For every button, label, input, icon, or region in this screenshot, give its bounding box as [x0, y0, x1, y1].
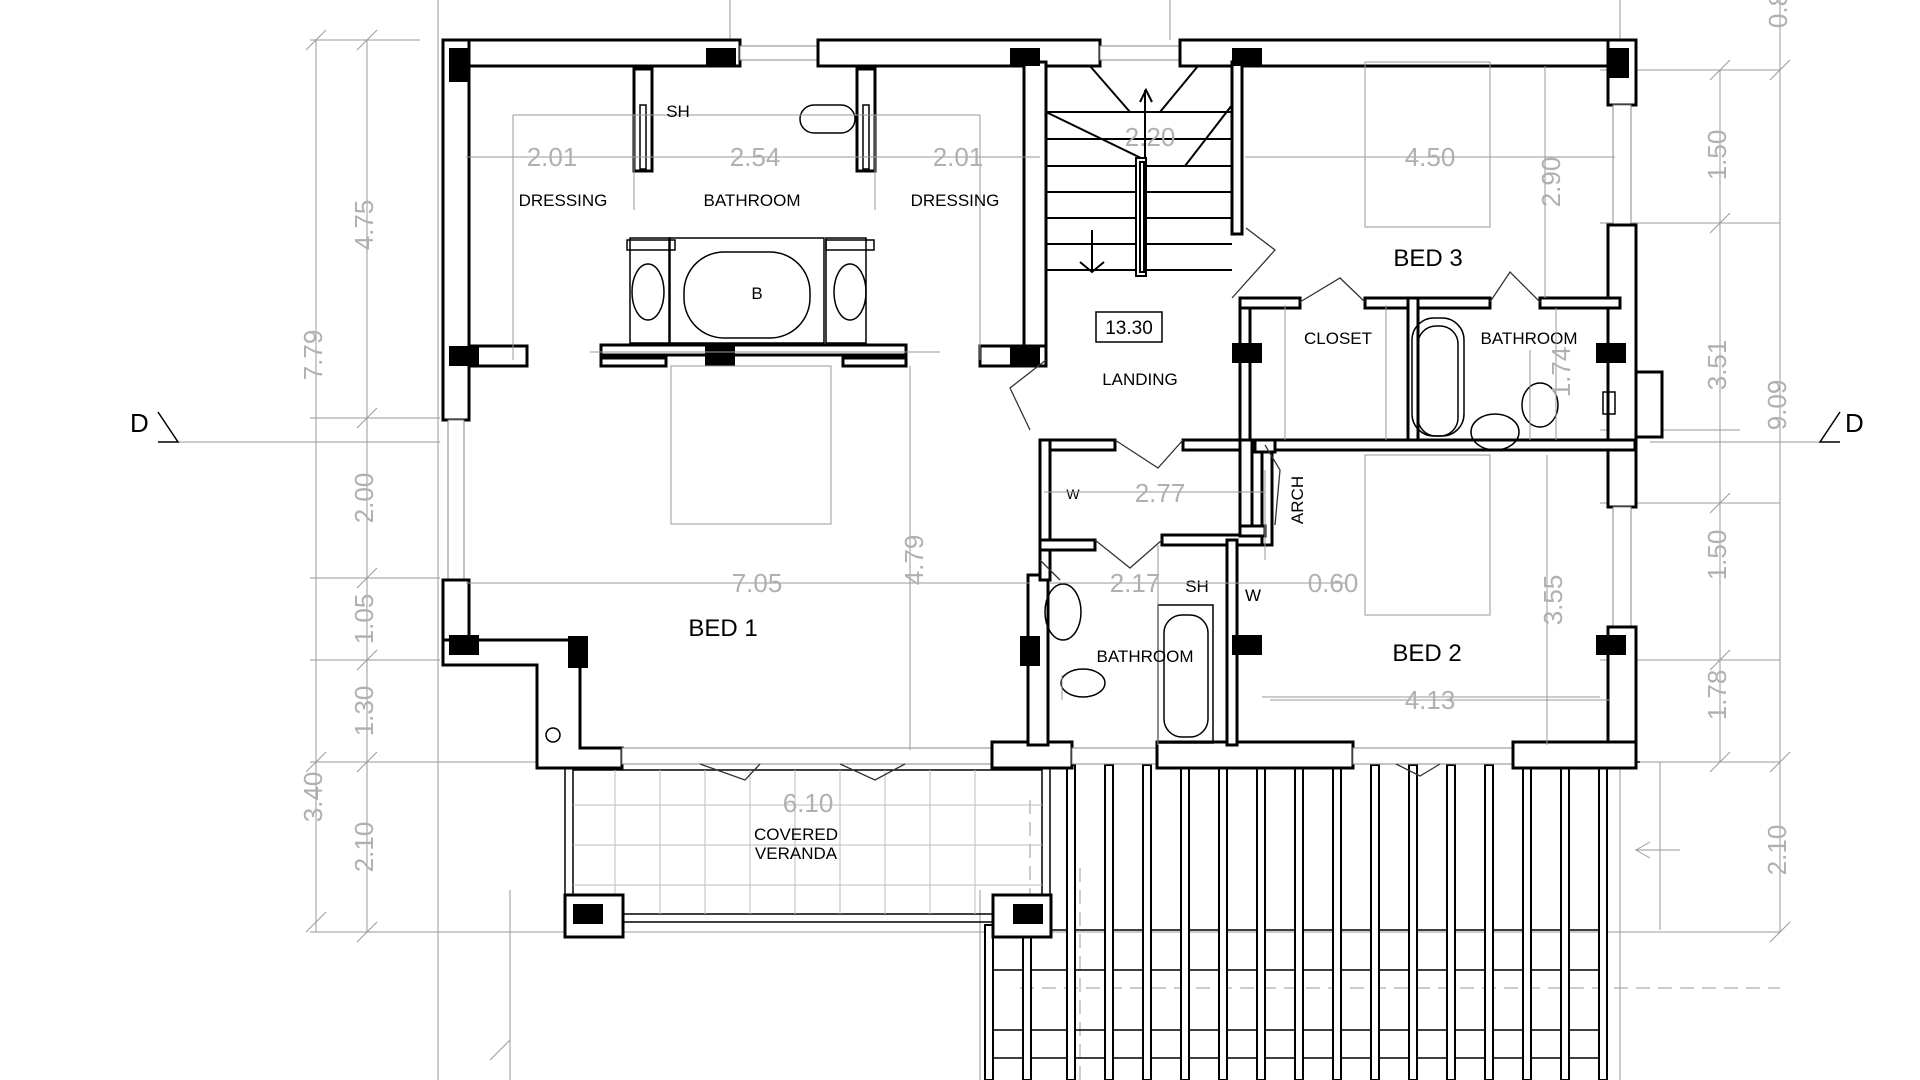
dim-6-10: 6.10 [783, 788, 834, 818]
dim-1-74: 1.74 [1546, 347, 1576, 398]
dim-2-77: 2.77 [1135, 478, 1186, 508]
dim-left-1-30: 1.30 [349, 686, 379, 737]
dim-right-2-10: 2.10 [1762, 825, 1792, 876]
room-label-bed1: BED 1 [688, 615, 757, 642]
room-label-landing: LANDING [1102, 370, 1178, 389]
room-label-sh-master: SH [666, 102, 690, 121]
room-label-bed3: BED 3 [1393, 245, 1462, 272]
dim-left-2-10: 2.10 [349, 822, 379, 873]
dim-4-13: 4.13 [1405, 685, 1456, 715]
dim-2-20: 2.20 [1125, 122, 1176, 152]
dim-left-1-05: 1.05 [349, 594, 379, 645]
dim-2-17: 2.17 [1110, 568, 1161, 598]
dim-left-2-00: 2.00 [349, 473, 379, 524]
room-label-arch: ARCH [1288, 476, 1307, 524]
dim-right-1-50-a: 1.50 [1702, 130, 1732, 181]
fixtures [512, 61, 1616, 745]
right-dimension-chain [1709, 0, 1791, 943]
dim-2-01-left: 2.01 [527, 142, 578, 172]
interior-dimension-lines [466, 66, 1615, 750]
dim-left-3-40: 3.40 [298, 772, 328, 823]
dim-3-55: 3.55 [1538, 575, 1568, 626]
dim-right-0-8: 0.8 [1763, 0, 1793, 28]
room-label-w-lower: W [1245, 586, 1261, 605]
dim-left-7-79: 7.79 [298, 330, 328, 381]
room-label-bathroom-master: BATHROOM [704, 191, 801, 210]
dim-7-05: 7.05 [732, 568, 783, 598]
room-label-dressing-right: DRESSING [911, 191, 1000, 210]
room-label-w-upper: W [1066, 486, 1080, 502]
dim-2-90: 2.90 [1536, 157, 1566, 208]
room-label-veranda-2: VERANDA [755, 844, 838, 863]
room-label-bed2: BED 2 [1392, 640, 1461, 667]
dim-right-1-78: 1.78 [1702, 670, 1732, 721]
covered-veranda [563, 761, 1053, 939]
room-label-bathroom-lower: BATHROOM [1097, 647, 1194, 666]
left-dimension-chain [305, 29, 378, 943]
section-line [157, 411, 1841, 443]
dim-0-60: 0.60 [1308, 568, 1359, 598]
dim-4-79: 4.79 [899, 535, 929, 586]
room-label-sh-lower: SH [1185, 577, 1209, 596]
landing-area-box [1095, 311, 1163, 343]
room-label-bathroom-bed3: BATHROOM [1481, 329, 1578, 348]
section-marker-right: D [1845, 408, 1864, 438]
stairs [1045, 65, 1233, 277]
dim-left-4-75: 4.75 [349, 200, 379, 251]
columns [449, 48, 1629, 668]
dim-right-9-09: 9.09 [1762, 380, 1792, 431]
dim-4-50: 4.50 [1405, 142, 1456, 172]
dim-2-01-right: 2.01 [933, 142, 984, 172]
room-label-closet: CLOSET [1304, 329, 1372, 348]
dim-right-3-51: 3.51 [1702, 340, 1732, 391]
door-swings [699, 227, 1541, 781]
room-label-dressing-left: DRESSING [519, 191, 608, 210]
room-label-bath-b: B [751, 284, 762, 303]
dim-2-54: 2.54 [730, 142, 781, 172]
landing-area-value: 13.30 [1105, 318, 1153, 339]
dim-right-1-50-b: 1.50 [1702, 530, 1732, 581]
room-label-veranda-1: COVERED [754, 825, 838, 844]
section-marker-left: D [130, 408, 149, 438]
